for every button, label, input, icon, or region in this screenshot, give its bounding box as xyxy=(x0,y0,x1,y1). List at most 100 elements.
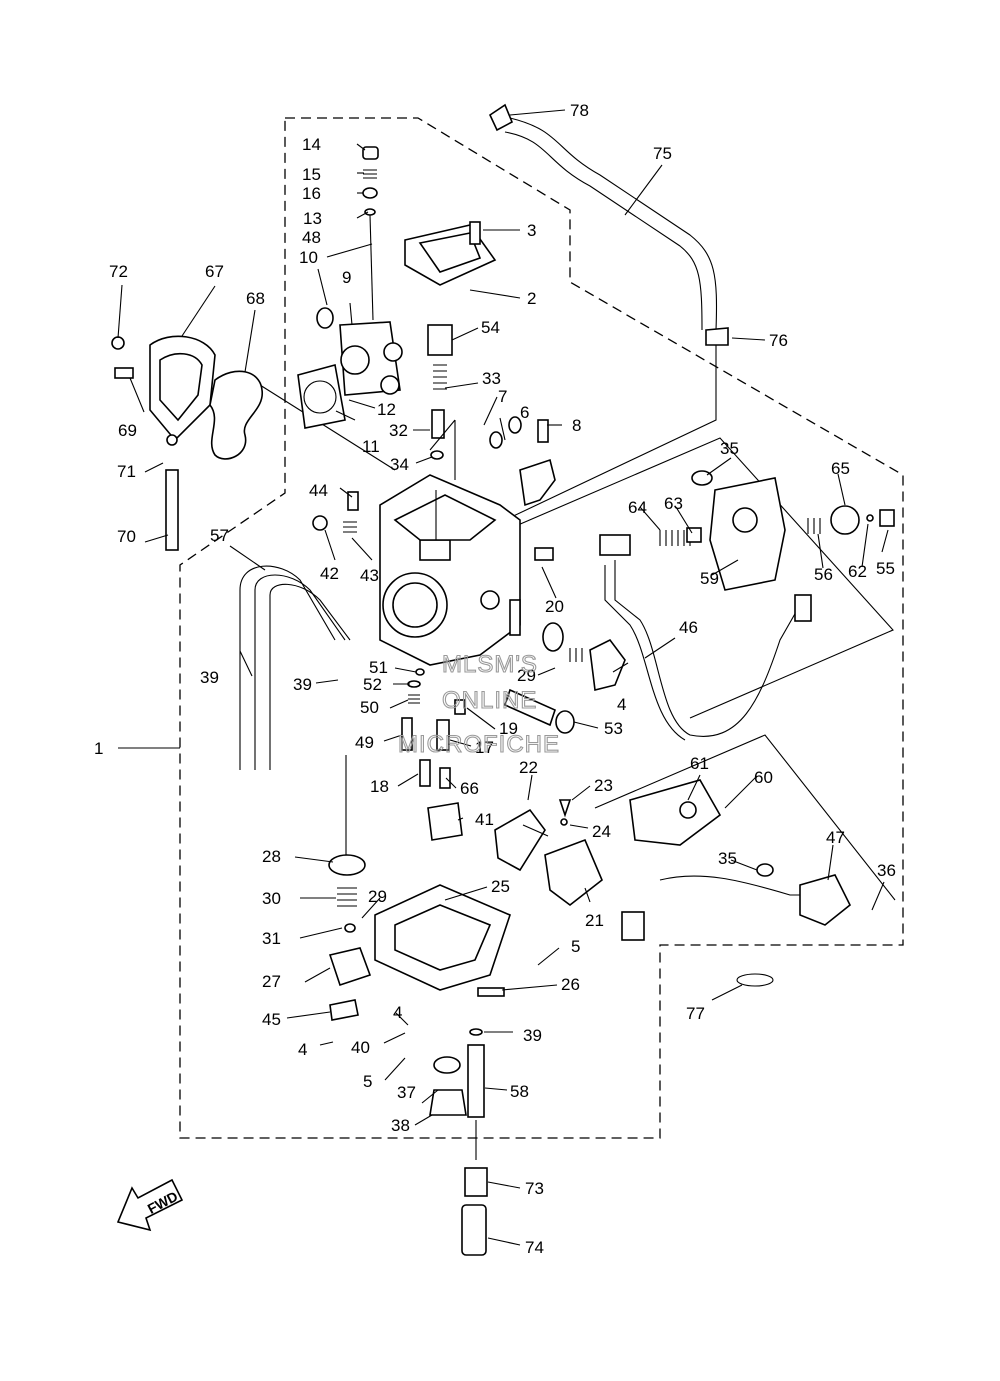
callout-12: 12 xyxy=(377,400,396,419)
callout-10: 10 xyxy=(299,248,318,267)
screw-44 xyxy=(347,491,359,511)
jet-66 xyxy=(439,767,451,789)
callout-39c: 39 xyxy=(523,1026,542,1045)
o-ring xyxy=(430,450,444,460)
callout-42: 42 xyxy=(320,564,339,583)
washer-6 xyxy=(508,416,522,434)
callout-3: 3 xyxy=(527,221,536,240)
callout-68: 68 xyxy=(246,289,265,308)
clamp-76 xyxy=(705,327,729,346)
screw xyxy=(469,221,481,245)
clip xyxy=(364,208,376,216)
callout-22: 22 xyxy=(519,758,538,777)
callout-13: 13 xyxy=(303,209,322,228)
o-ring-31 xyxy=(344,923,356,933)
plug xyxy=(427,324,453,356)
callout-8: 8 xyxy=(572,416,581,435)
callout-4c: 4 xyxy=(393,1003,402,1022)
callout-28: 28 xyxy=(262,847,281,866)
plate-45 xyxy=(329,999,359,1021)
callout-39a: 39 xyxy=(200,668,219,687)
callout-5b: 5 xyxy=(363,1072,372,1091)
callout-41: 41 xyxy=(475,810,494,829)
lever-21 xyxy=(544,838,603,907)
callout-45: 45 xyxy=(262,1010,281,1029)
washer-7 xyxy=(489,431,503,449)
callout-74: 74 xyxy=(525,1238,544,1257)
callout-57: 57 xyxy=(210,526,229,545)
tps-cover xyxy=(589,638,626,691)
callout-72: 72 xyxy=(109,262,128,281)
callout-34: 34 xyxy=(390,455,409,474)
watermark-line3: MICROFICHE xyxy=(398,731,560,758)
hose-leader xyxy=(504,340,717,521)
spring xyxy=(433,364,447,390)
callout-40: 40 xyxy=(351,1038,370,1057)
callout-16: 16 xyxy=(302,184,321,203)
jet-49 xyxy=(401,717,413,751)
jet-18 xyxy=(419,759,431,787)
callout-29a: 29 xyxy=(368,887,387,906)
ball-24 xyxy=(560,818,568,826)
callout-47: 47 xyxy=(826,828,845,847)
callout-55: 55 xyxy=(876,559,895,578)
callout-4b: 4 xyxy=(298,1040,307,1059)
cap xyxy=(362,146,379,160)
callout-5a: 5 xyxy=(571,937,580,956)
seal xyxy=(316,307,334,329)
connector-left xyxy=(621,911,645,941)
spring-small xyxy=(363,169,377,179)
callout-2: 2 xyxy=(527,289,536,308)
callout-labels: 1 2 3 4 4 4 5 5 6 7 8 9 10 11 12 13 14 1… xyxy=(94,101,896,1257)
leader-lines xyxy=(117,109,889,1246)
connector-tps xyxy=(599,534,631,556)
callout-38: 38 xyxy=(391,1116,410,1135)
lever-shell xyxy=(494,808,546,872)
jet-needle xyxy=(369,214,374,321)
block-63 xyxy=(686,527,702,543)
needle-23 xyxy=(558,799,572,818)
tps-subassembly-outline xyxy=(517,437,894,719)
callout-49: 49 xyxy=(355,733,374,752)
callout-66: 66 xyxy=(460,779,479,798)
callout-29b: 29 xyxy=(517,666,536,685)
callout-17: 17 xyxy=(475,738,494,757)
watermark-line2: ONLINE xyxy=(442,687,537,714)
callout-35a: 35 xyxy=(720,439,739,458)
cover xyxy=(111,335,216,446)
callout-26: 26 xyxy=(561,975,580,994)
callout-15: 15 xyxy=(302,165,321,184)
clamp-77 xyxy=(736,973,774,987)
tps-bracket xyxy=(709,477,786,591)
callout-51: 51 xyxy=(369,658,388,677)
sensor-47 xyxy=(799,874,852,926)
hose-74 xyxy=(461,1204,487,1256)
callout-39b: 39 xyxy=(293,675,312,694)
watermark-line1: MLSM'S xyxy=(442,651,538,678)
connector xyxy=(794,594,812,622)
spring-choke xyxy=(569,648,583,662)
tube-17 xyxy=(436,719,450,751)
callout-71: 71 xyxy=(117,462,136,481)
callout-24: 24 xyxy=(592,822,611,841)
callout-43: 43 xyxy=(360,566,379,585)
callout-27: 27 xyxy=(262,972,281,991)
callout-11: 11 xyxy=(362,437,380,456)
callout-9: 9 xyxy=(342,268,351,287)
callout-33: 33 xyxy=(482,369,501,388)
clip-39 xyxy=(469,1028,483,1036)
fitting-78 xyxy=(488,103,514,132)
callout-64: 64 xyxy=(628,498,647,517)
cover-gasket xyxy=(209,370,263,460)
callout-58: 58 xyxy=(510,1082,529,1101)
callout-35b: 35 xyxy=(718,849,737,868)
fuel-hose xyxy=(509,117,718,331)
callout-75: 75 xyxy=(653,144,672,163)
ring-53 xyxy=(555,710,575,734)
callout-53: 53 xyxy=(604,719,623,738)
callout-77: 77 xyxy=(686,1004,705,1023)
gear-65 xyxy=(830,505,860,535)
assembly-boundary xyxy=(179,117,904,1139)
callout-14: 14 xyxy=(302,135,321,154)
